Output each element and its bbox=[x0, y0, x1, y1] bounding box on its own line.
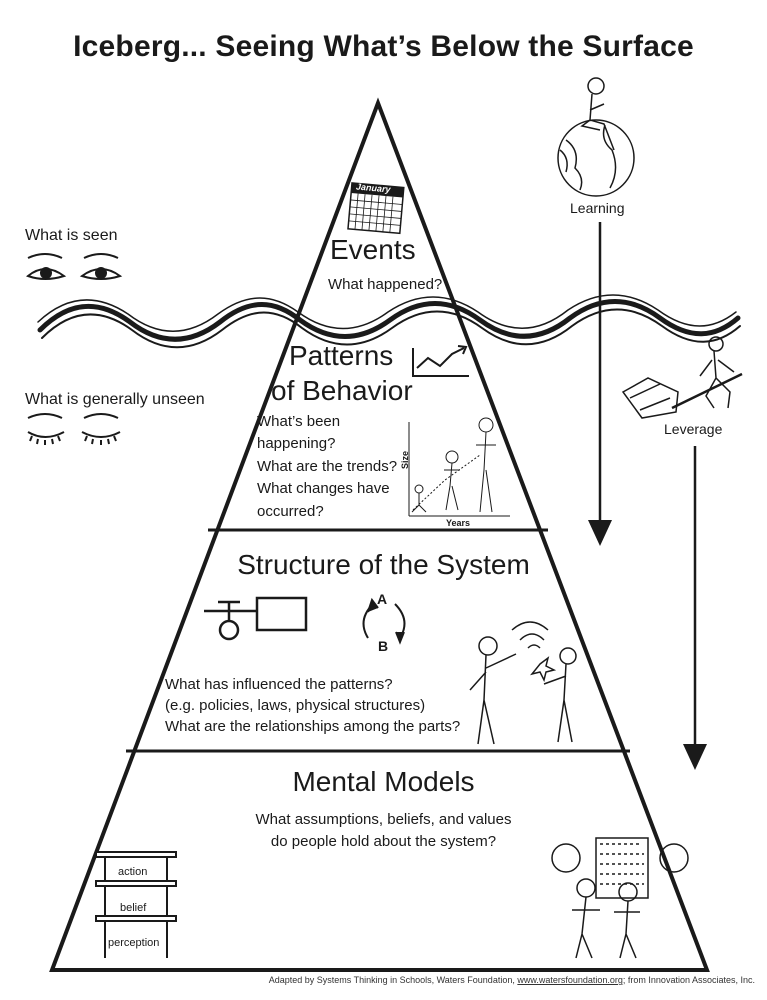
leverage-arrow-icon bbox=[683, 446, 707, 770]
patterns-heading-line1: Patterns bbox=[289, 340, 394, 371]
attribution-prefix: Adapted by Systems Thinking in Schools, … bbox=[268, 975, 515, 985]
structure-question: What are the relationships among the par… bbox=[165, 718, 461, 735]
seen-label: What is seen bbox=[25, 227, 118, 244]
attribution-suffix: ; from Innovation Associates, Inc. bbox=[622, 975, 755, 985]
structure-question: (e.g. policies, laws, physical structure… bbox=[165, 697, 426, 714]
trend-chart-icon bbox=[412, 345, 469, 377]
patterns-question: What changes have bbox=[257, 480, 390, 497]
globe-thinker-icon bbox=[557, 77, 635, 197]
learning-arrow-icon bbox=[588, 222, 612, 546]
patterns-heading-line2: of Behavior bbox=[271, 375, 413, 406]
mental-models-heading: Mental Models bbox=[292, 766, 475, 797]
water-surface-wave bbox=[37, 294, 741, 349]
loop-label-b: B bbox=[378, 638, 389, 654]
people-looking-window-icon bbox=[551, 837, 689, 959]
mental-question: do people hold about the system? bbox=[270, 833, 497, 850]
children-windmill-icon bbox=[469, 621, 577, 745]
leverage-digger-icon bbox=[621, 336, 743, 419]
open-eyes-icon bbox=[25, 253, 123, 280]
pyramid-outline bbox=[49, 97, 710, 972]
learning-label: Learning bbox=[570, 200, 625, 216]
growth-graph-icon bbox=[408, 417, 510, 517]
leverage-label: Leverage bbox=[664, 421, 723, 437]
feedback-loop-icon bbox=[362, 597, 406, 645]
events-heading: Events bbox=[330, 234, 416, 265]
mental-question: What assumptions, beliefs, and values bbox=[255, 811, 512, 828]
patterns-question: What’s been bbox=[257, 413, 341, 430]
patterns-question: What are the trends? bbox=[257, 458, 398, 475]
structure-heading: Structure of the System bbox=[237, 549, 530, 580]
closed-eyes-icon bbox=[27, 413, 121, 445]
events-question: What happened? bbox=[328, 276, 443, 293]
ladder-label-perception: perception bbox=[108, 937, 160, 949]
attribution-link[interactable]: www.watersfoundation.org bbox=[517, 975, 623, 985]
ladder-label-action: action bbox=[118, 866, 148, 878]
page-title: Iceberg... Seeing What’s Below the Surfa… bbox=[73, 30, 694, 63]
patterns-question: occurred? bbox=[257, 503, 324, 520]
stock-flow-icon bbox=[204, 596, 308, 641]
structure-question: What has influenced the patterns? bbox=[165, 676, 393, 693]
unseen-label: What is generally unseen bbox=[25, 391, 205, 408]
ladder-label-belief: belief bbox=[120, 902, 147, 914]
graph-y-label: Size bbox=[400, 450, 411, 470]
graph-x-label: Years bbox=[446, 518, 471, 528]
patterns-question: happening? bbox=[257, 435, 336, 452]
calendar-icon bbox=[347, 182, 405, 235]
attribution-footer: Adapted by Systems Thinking in Schools, … bbox=[269, 975, 755, 985]
ladder-of-inference-icon bbox=[95, 851, 177, 958]
loop-label-a: A bbox=[377, 591, 388, 607]
